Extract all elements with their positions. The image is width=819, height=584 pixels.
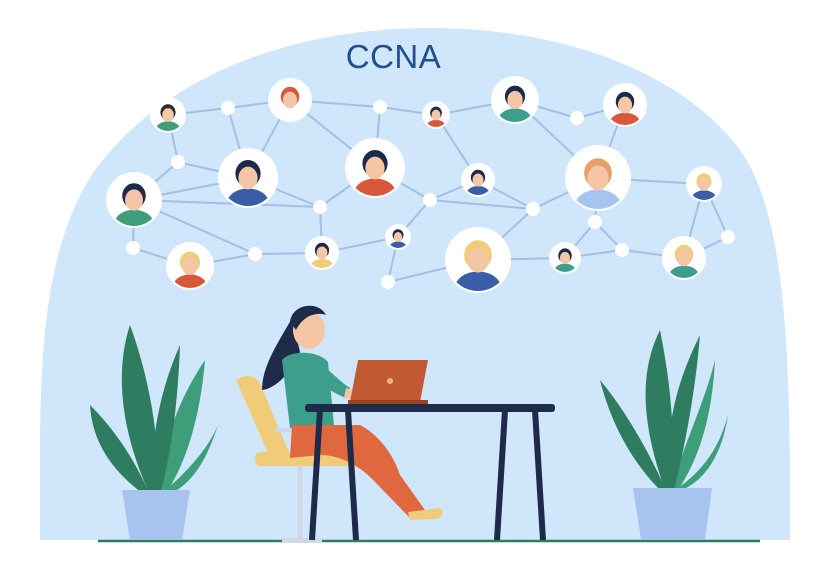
network-node — [248, 247, 262, 261]
network-node — [373, 100, 387, 114]
person-avatar-icon — [491, 76, 539, 124]
network-link — [429, 199, 534, 210]
network-node — [126, 241, 140, 255]
network-node — [381, 275, 395, 289]
person-avatar-icon — [150, 97, 186, 133]
potted-plant-icon — [90, 325, 218, 540]
network-node — [615, 243, 629, 257]
network-node — [171, 155, 185, 169]
person-avatar-icon — [305, 236, 339, 270]
person-avatar-icon — [445, 227, 511, 293]
person-avatar-icon — [662, 236, 706, 280]
network-node — [221, 101, 235, 115]
network-link — [133, 199, 321, 208]
person-avatar-icon — [565, 145, 631, 211]
desk — [305, 404, 555, 541]
person-avatar-icon — [166, 242, 214, 290]
network-node — [570, 111, 584, 125]
person-avatar-icon — [461, 163, 495, 197]
potted-plant-icon — [600, 330, 728, 540]
person-avatar-icon — [603, 83, 647, 127]
network-nodes — [126, 100, 735, 289]
page-title: CCNA — [345, 38, 442, 75]
network-node — [313, 200, 327, 214]
network-node — [526, 202, 540, 216]
network-node — [588, 215, 602, 229]
people-network-icon — [106, 76, 722, 293]
person-avatar-icon — [218, 148, 278, 208]
person-avatar-icon — [268, 78, 312, 122]
person-avatar-icon — [106, 172, 162, 228]
person-avatar-icon — [385, 224, 411, 250]
network-node — [721, 230, 735, 244]
person-avatar-icon — [686, 166, 722, 202]
person-avatar-icon — [422, 101, 450, 129]
person-avatar-icon — [549, 242, 581, 274]
network-node — [423, 193, 437, 207]
laptop-icon — [348, 360, 428, 405]
person-avatar-icon — [345, 138, 405, 198]
